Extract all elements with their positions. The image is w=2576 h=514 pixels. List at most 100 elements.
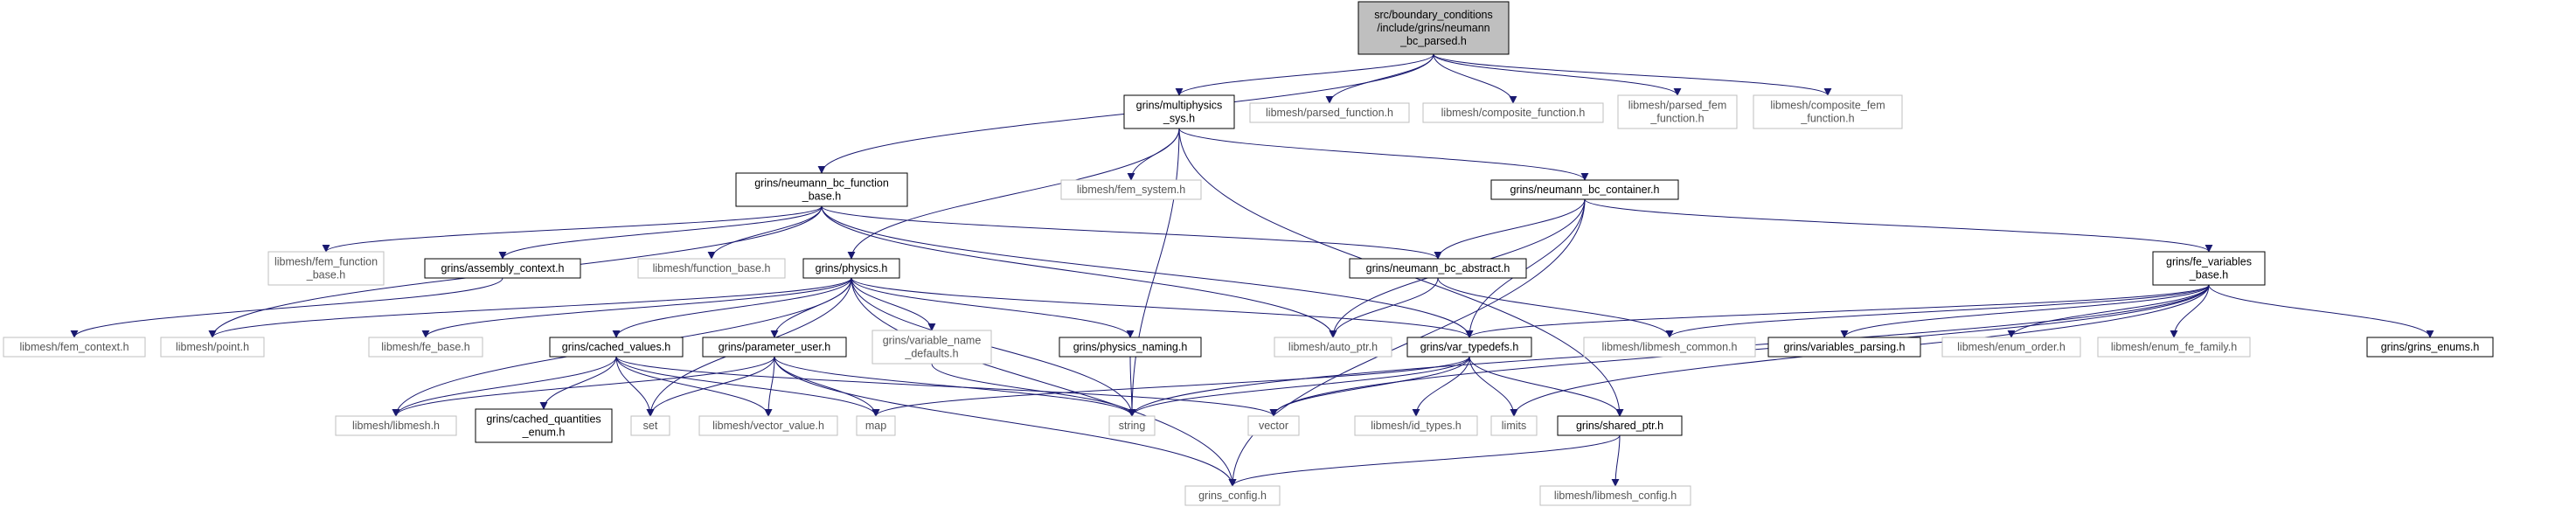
edge-neumann-fn-base-to-auto-ptr — [821, 205, 1337, 338]
node-box — [1357, 1, 1510, 55]
edge-multiphysics-to-physics — [847, 128, 1180, 260]
node-label: libmesh/vector_value.h — [712, 420, 824, 432]
node-function-base: libmesh/function_base.h — [637, 258, 786, 279]
node-label: libmesh/libmesh_config.h — [1554, 490, 1677, 502]
node-fe-variables-base[interactable]: grins/fe_variables_base.h — [2152, 251, 2266, 286]
node-neumann-fn-base[interactable]: grins/neumann_bc_function_base.h — [735, 172, 908, 207]
node-label: grins/physics_naming.h — [1073, 341, 1188, 353]
edge-fe-variables-base-to-grins-enums — [2208, 284, 2434, 338]
node-box — [549, 337, 684, 358]
node-cached-values[interactable]: grins/cached_values.h — [549, 337, 684, 358]
node-label: grins/neumann_bc_abstract.h — [1366, 262, 1510, 274]
edge-physics-to-cached-values — [612, 277, 852, 338]
node-shared-ptr[interactable]: grins/shared_ptr.h — [1557, 415, 1683, 436]
edge-cached-values-to-vector-value — [615, 356, 773, 417]
node-label: _base.h — [306, 269, 346, 281]
node-label: libmesh/auto_ptr.h — [1288, 341, 1378, 353]
node-vector: vector — [1247, 415, 1300, 436]
node-libmesh-config: libmesh/libmesh_config.h — [1539, 485, 1691, 506]
node-label: grins/neumann_bc_function — [754, 177, 889, 190]
node-box — [1354, 415, 1478, 436]
node-grins-enums[interactable]: grins/grins_enums.h — [2366, 337, 2494, 358]
edge-variable-name-defaults-to-string — [931, 363, 1136, 417]
edge-physics-to-grins-config — [851, 277, 1237, 487]
node-box — [368, 337, 483, 358]
node-label: src/boundary_conditions — [1374, 9, 1493, 21]
node-box — [1539, 485, 1691, 506]
node-limits: limits — [1490, 415, 1538, 436]
edge-physics-to-fe-base — [421, 277, 852, 338]
node-box — [1617, 94, 1738, 129]
node-box — [3, 337, 146, 358]
node-parsed-function: libmesh/parsed_function.h — [1249, 102, 1410, 123]
file-nodes: src/boundary_conditions/include/grins/ne… — [3, 1, 2494, 506]
node-fem-function-base: libmesh/fem_function_base.h — [267, 251, 385, 286]
node-box — [1247, 415, 1300, 436]
node-label: string — [1119, 420, 1146, 432]
node-label: grins/var_typedefs.h — [1420, 341, 1519, 353]
edge-root-to-composite-function — [1433, 53, 1517, 104]
node-label: libmesh/fem_function — [274, 256, 378, 268]
node-fem-system: libmesh/fem_system.h — [1060, 179, 1202, 200]
node-assembly-context[interactable]: grins/assembly_context.h — [424, 258, 581, 279]
node-label: grins/neumann_bc_container.h — [1510, 184, 1660, 196]
node-variables-parsing[interactable]: grins/variables_parsing.h — [1767, 337, 1921, 358]
edge-neumann-fn-base-to-var-typedefs — [821, 205, 1474, 338]
node-box — [2152, 251, 2266, 286]
node-label: grins/grins_enums.h — [2381, 341, 2480, 353]
node-label: grins/variable_name — [883, 335, 982, 347]
node-box — [735, 172, 908, 207]
edge-var-typedefs-to-map — [871, 356, 1470, 417]
edge-neumann-fn-base-to-fem-function-base — [322, 205, 823, 253]
node-multiphysics[interactable]: grins/multiphysics_sys.h — [1123, 94, 1235, 129]
node-box — [702, 337, 847, 358]
node-neumann-abstract[interactable]: grins/neumann_bc_abstract.h — [1349, 258, 1527, 279]
node-label: libmesh/enum_fe_family.h — [2111, 341, 2237, 353]
edge-fe-variables-base-to-enum-order — [2007, 284, 2210, 338]
edge-neumann-container-to-var-typedefs — [1465, 198, 1586, 338]
edge-fe-variables-base-to-variables-parsing — [1840, 284, 2210, 338]
edge-multiphysics-to-neumann-container — [1178, 128, 1589, 181]
node-label: grins_config.h — [1198, 490, 1267, 502]
node-label: grins/fe_variables — [2166, 256, 2252, 268]
node-cached-quantities-enum[interactable]: grins/cached_quantities_enum.h — [475, 408, 613, 443]
edge-var-typedefs-to-shared-ptr — [1469, 356, 1624, 417]
edge-parameter-user-to-libmesh-h — [392, 356, 775, 417]
edge-physics-to-physics-naming — [851, 277, 1135, 338]
node-id-types: libmesh/id_types.h — [1354, 415, 1478, 436]
node-root[interactable]: src/boundary_conditions/include/grins/ne… — [1357, 1, 1510, 55]
edge-shared-ptr-to-grins-config — [1228, 434, 1621, 487]
node-box — [1490, 415, 1538, 436]
node-physics[interactable]: grins/physics.h — [802, 258, 900, 279]
edge-var-typedefs-to-string — [1128, 356, 1470, 417]
node-label: grins/shared_ptr.h — [1576, 420, 1663, 432]
edge-physics-to-point — [208, 277, 852, 338]
node-label: grins/parameter_user.h — [719, 341, 831, 353]
node-box — [2097, 337, 2251, 358]
node-var-typedefs[interactable]: grins/var_typedefs.h — [1406, 337, 1532, 358]
node-label: _enum.h — [522, 427, 566, 439]
node-enum-fe-family: libmesh/enum_fe_family.h — [2097, 337, 2251, 358]
node-physics-naming[interactable]: grins/physics_naming.h — [1059, 337, 1202, 358]
node-neumann-container[interactable]: grins/neumann_bc_container.h — [1490, 179, 1679, 200]
node-parameter-user[interactable]: grins/parameter_user.h — [702, 337, 847, 358]
node-box — [1108, 415, 1156, 436]
node-variable-name-defaults: grins/variable_name_defaults.h — [871, 330, 992, 365]
node-label: libmesh/id_types.h — [1371, 420, 1462, 432]
node-label: libmesh/fem_system.h — [1077, 184, 1185, 196]
node-label: libmesh/composite_function.h — [1441, 107, 1586, 119]
node-fem-context: libmesh/fem_context.h — [3, 337, 146, 358]
node-point: libmesh/point.h — [160, 337, 265, 358]
node-label: _sys.h — [1163, 113, 1195, 125]
node-box — [698, 415, 838, 436]
node-label: libmesh/point.h — [176, 341, 249, 353]
node-box — [871, 330, 992, 365]
node-box — [1349, 258, 1527, 279]
node-box — [1184, 485, 1281, 506]
edge-parameter-user-to-string — [774, 356, 1136, 417]
node-label: libmesh/parsed_function.h — [1266, 107, 1393, 119]
edge-cached-values-to-libmesh-h — [392, 356, 617, 417]
node-set: set — [630, 415, 670, 436]
edge-fe-variables-base-to-var-typedefs — [1465, 284, 2210, 338]
